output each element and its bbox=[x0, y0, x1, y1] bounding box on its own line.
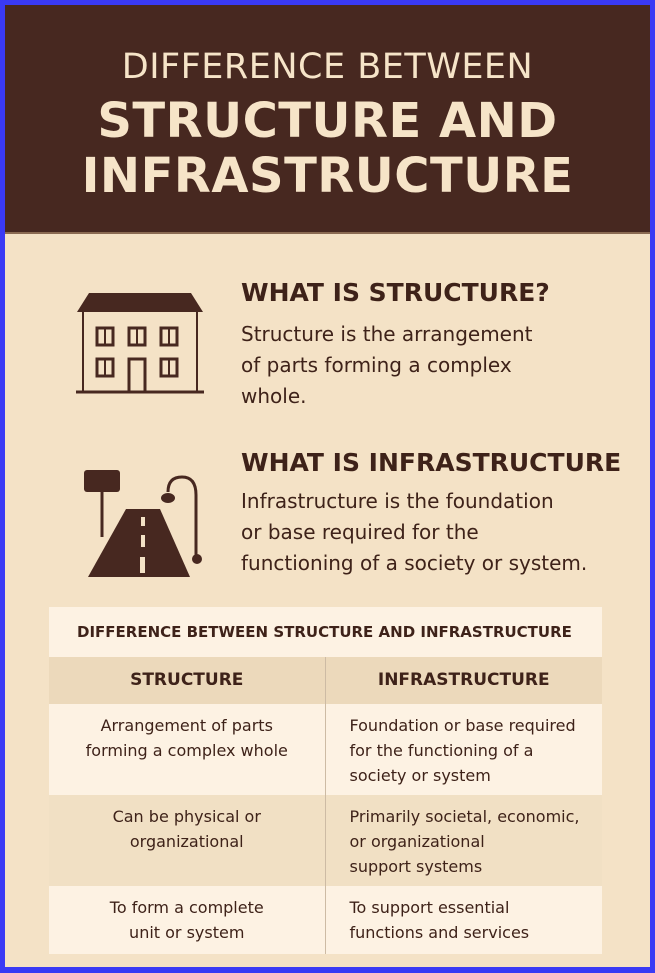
column-header-infrastructure: INFRASTRUCTURE bbox=[377, 670, 550, 690]
cell-line: organizational bbox=[129, 832, 244, 851]
infrastructure-definition-line: or base required for the bbox=[241, 520, 479, 544]
infrastructure-cell: Primarily societal, economic, or organiz… bbox=[326, 795, 603, 886]
structure-definition-line: of parts forming a complex bbox=[241, 353, 512, 377]
infographic: DIFFERENCE BETWEEN STRUCTURE AND INFRAST… bbox=[5, 5, 650, 967]
infrastructure-cell: To support essential functions and servi… bbox=[326, 886, 603, 954]
cell-line: To form a complete bbox=[109, 898, 264, 917]
cell-line: Foundation or base required bbox=[349, 716, 576, 735]
cell-line: unit or system bbox=[129, 923, 245, 942]
infrastructure-cell: Foundation or base required for the func… bbox=[326, 704, 603, 795]
structure-cell: Can be physical or organizational bbox=[49, 795, 326, 886]
table-row: Arrangement of parts forming a complex w… bbox=[49, 704, 602, 795]
column-header-structure: STRUCTURE bbox=[49, 657, 326, 704]
table-title: DIFFERENCE BETWEEN STRUCTURE AND INFRAST… bbox=[49, 607, 602, 657]
infrastructure-definition-line: Infrastructure is the foundation bbox=[241, 489, 554, 513]
table-row: Can be physical or organizational Primar… bbox=[49, 795, 602, 886]
road-icon bbox=[84, 470, 202, 577]
title-line-3: INFRASTRUCTURE bbox=[81, 148, 574, 204]
comparison-table: DIFFERENCE BETWEEN STRUCTURE AND INFRAST… bbox=[49, 607, 602, 954]
cell-line: or organizational bbox=[349, 832, 485, 851]
structure-definition: Structure is the arrangement of parts fo… bbox=[241, 319, 533, 412]
structure-heading: WHAT IS STRUCTURE? bbox=[241, 278, 550, 307]
table-header-row: STRUCTURE INFRASTRUCTURE bbox=[49, 657, 602, 704]
structure-cell: To form a complete unit or system bbox=[49, 886, 326, 954]
structure-cell: Arrangement of parts forming a complex w… bbox=[49, 704, 326, 795]
title-line-1: DIFFERENCE BETWEEN bbox=[121, 47, 534, 87]
infrastructure-heading: WHAT IS INFRASTRUCTURE bbox=[241, 448, 622, 477]
cell-line: functions and services bbox=[349, 923, 530, 942]
cell-line: Arrangement of parts bbox=[100, 716, 273, 735]
title-banner: DIFFERENCE BETWEEN STRUCTURE AND INFRAST… bbox=[5, 5, 650, 234]
title-line-2: STRUCTURE AND bbox=[97, 93, 558, 149]
cell-line: Can be physical or bbox=[112, 807, 261, 826]
cell-line: support systems bbox=[349, 857, 483, 876]
cell-line: for the functioning of a bbox=[349, 741, 534, 760]
cell-line: forming a complex whole bbox=[85, 741, 288, 760]
infrastructure-definition: Infrastructure is the foundation or base… bbox=[241, 486, 587, 579]
cell-line: society or system bbox=[349, 766, 491, 785]
structure-definition-line: whole. bbox=[241, 384, 307, 408]
infrastructure-definition-line: functioning of a society or system. bbox=[241, 551, 588, 575]
cell-line: To support essential bbox=[349, 898, 510, 917]
table-row: To form a complete unit or system To sup… bbox=[49, 886, 602, 954]
house-icon bbox=[76, 293, 204, 394]
cell-line: Primarily societal, economic, bbox=[349, 807, 580, 826]
structure-definition-line: Structure is the arrangement bbox=[241, 322, 533, 346]
